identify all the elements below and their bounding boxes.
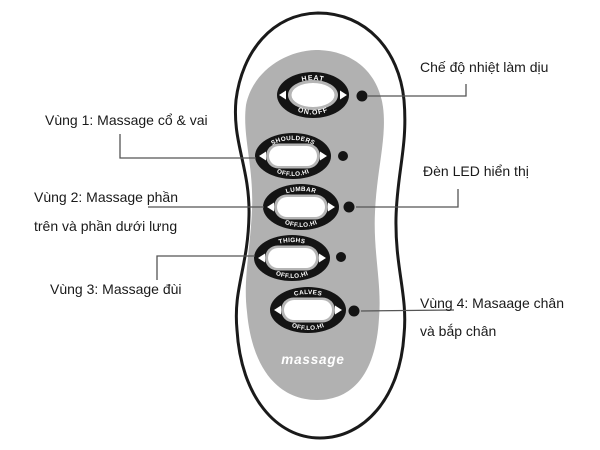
annotation-zone4-line1: Vùng 4: Masaage chân [420, 295, 564, 311]
shoulders-button: SHOULDERS OFF.LO.HI [255, 133, 331, 179]
shoulders-bottom-label: OFF.LO.HI [276, 168, 310, 178]
thighs-right-arrow-icon [319, 253, 326, 263]
connector-zone4-label [360, 309, 455, 312]
annotation-zone2-line2: trên và phần dưới lưng [34, 218, 178, 234]
shoulders-led-indicator [338, 151, 348, 161]
connector-heat-label [368, 84, 467, 97]
connector-zone3-label [156, 255, 255, 280]
thighs-left-arrow-icon [258, 253, 265, 263]
heat-face [291, 83, 335, 107]
annotation-led: Đèn LED hiển thị [423, 163, 529, 179]
annotation-zone4-line2: và bắp chân [420, 323, 497, 339]
annotation-zone2-line1: Vùng 2: Massage phần [34, 189, 178, 205]
lumbar-right-arrow-icon [328, 202, 335, 212]
heat-led-indicator [356, 90, 368, 102]
calves-button: CALVES OFF.LO.HI [270, 287, 346, 333]
thighs-top-label: THIGHS [278, 237, 306, 246]
connector-led-label [356, 189, 459, 208]
annotation-zone2: Vùng 2: Massage phần trên và phần dưới l… [34, 183, 178, 241]
annotation-heat-mode: Chế độ nhiệt làm dịu [420, 59, 549, 75]
heat-top-label: HEAT [301, 75, 325, 83]
lumbar-face [277, 197, 325, 217]
calves-bottom-label: OFF.LO.HI [291, 322, 325, 332]
lumbar-left-arrow-icon [267, 202, 274, 212]
brand-label: massage [281, 352, 344, 367]
shoulders-right-arrow-icon [320, 151, 327, 161]
lumbar-led-indicator [343, 201, 355, 213]
lumbar-top-label: LUMBAR [285, 186, 317, 195]
thighs-led-indicator [336, 252, 346, 262]
heat-bottom-label: ON.OFF [297, 107, 330, 117]
annotation-zone1: Vùng 1: Massage cổ & vai [45, 112, 208, 128]
connector-zone1-label [119, 134, 256, 159]
calves-face [284, 300, 332, 320]
shoulders-face [269, 146, 317, 166]
heat-button: HEAT ON.OFF [277, 72, 349, 118]
heat-left-arrow-icon [279, 90, 286, 100]
lumbar-button: LUMBAR OFF.LO.HI [263, 184, 339, 230]
shoulders-left-arrow-icon [259, 151, 266, 161]
annotation-zone4: Vùng 4: Masaage chân và bắp chân [420, 289, 564, 345]
calves-top-label: CALVES [293, 289, 322, 298]
lumbar-bottom-label: OFF.LO.HI [284, 219, 318, 229]
shoulders-top-label: SHOULDERS [270, 135, 316, 147]
thighs-face [268, 248, 316, 268]
calves-led-indicator [348, 305, 360, 317]
thighs-button: THIGHS OFF.LO.HI [254, 235, 330, 281]
calves-left-arrow-icon [274, 305, 281, 315]
annotation-zone3: Vùng 3: Massage đùi [50, 281, 182, 297]
thighs-bottom-label: OFF.LO.HI [275, 270, 309, 280]
calves-right-arrow-icon [335, 305, 342, 315]
heat-right-arrow-icon [340, 90, 347, 100]
